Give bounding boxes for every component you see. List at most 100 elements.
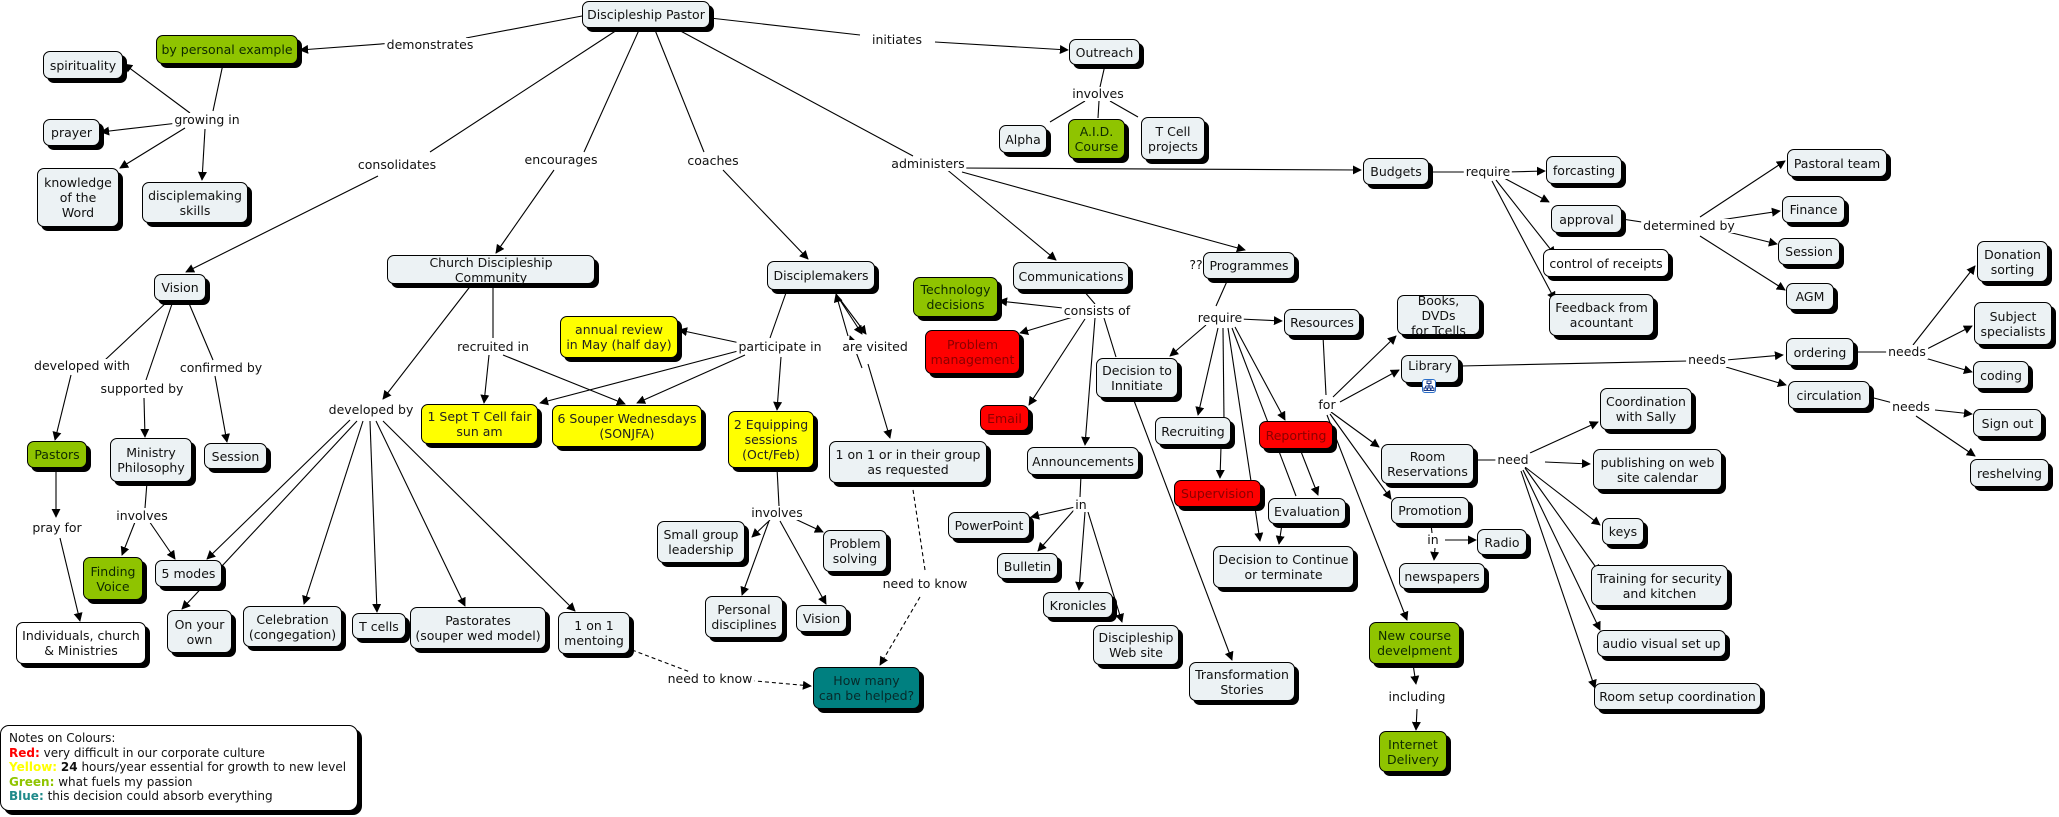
node-recruiting[interactable]: Recruiting [1155,417,1231,445]
connector-line [1075,511,1086,591]
node-new-course-develpment[interactable]: New course develpment [1369,622,1460,664]
node-audio-visual[interactable]: audio visual set up [1597,630,1726,657]
connector-line [1109,100,1139,118]
node-decision-to-innitiate[interactable]: Decision to Innitiate [1096,358,1178,398]
node-bulletin[interactable]: Bulletin [997,553,1058,579]
node-programmes[interactable]: Programmes [1203,252,1295,279]
node-technology-decisions[interactable]: Technology decisions [913,277,998,317]
node-t-cells[interactable]: T cells [352,613,406,639]
node-reshelving[interactable]: reshelving [1970,459,2049,487]
node-spirituality[interactable]: spirituality [43,51,123,79]
node-decision-to-continue[interactable]: Decision to Continue or terminate [1213,546,1354,588]
node-donation-sorting[interactable]: Donation sorting [1977,241,2048,282]
node-souper-wednesdays[interactable]: 6 Souper Wednesdays (SONJFA) [552,405,702,447]
node-email[interactable]: Email [980,405,1029,431]
node-5-modes[interactable]: 5 modes [155,560,222,587]
node-room-reservations[interactable]: Room Reservations [1381,444,1474,484]
node-discipleship-pastor[interactable]: Discipleship Pastor [582,1,710,28]
node-evaluation[interactable]: Evaluation [1268,498,1346,524]
node-reporting[interactable]: Reporting [1259,421,1333,449]
node-agm[interactable]: AGM [1786,283,1834,310]
node-disciplemakers[interactable]: Disciplemakers [767,261,875,290]
node-pastoral-team[interactable]: Pastoral team [1787,149,1887,177]
node-pastors[interactable]: Pastors [27,441,87,468]
node-supervision[interactable]: Supervision [1174,480,1261,507]
node-circulation[interactable]: circulation [1788,381,1870,409]
node-newspapers[interactable]: newspapers [1399,563,1485,589]
node-books-dvds[interactable]: Books, DVDs for Tcells [1397,293,1480,338]
node-training-security-kitchen[interactable]: Training for security and kitchen [1591,565,1728,606]
connector-line [1231,327,1297,497]
node-transformation-stories[interactable]: Transformation Stories [1189,662,1295,701]
connector-line [1132,397,1234,661]
node-vision-equipping[interactable]: Vision [796,605,847,632]
node-publishing-on-web[interactable]: publishing on web site calendar [1593,449,1722,490]
node-disciplemaking-skills[interactable]: disciplemaking skills [142,182,248,223]
node-prayer[interactable]: prayer [43,119,100,146]
node-ordering[interactable]: ordering [1786,338,1854,366]
node-alpha[interactable]: Alpha [999,125,1047,153]
node-feedback-from-acountant[interactable]: Feedback from acountant [1549,294,1654,336]
node-discipleship-web-site[interactable]: Discipleship Web site [1093,625,1179,665]
node-ministry-philosophy[interactable]: Ministry Philosophy [110,438,192,482]
node-outreach[interactable]: Outreach [1069,39,1140,65]
node-problem-management[interactable]: Problem management [925,330,1020,374]
connector-line [187,300,214,361]
connector-line [197,128,207,181]
node-knowledge-of-the-word[interactable]: knowledge of the Word [37,168,119,227]
node-annual-review[interactable]: annual review in May (half day) [560,316,678,358]
node-celebration[interactable]: Celebration (congegation) [243,606,342,647]
connector-line [867,363,893,439]
link-label-involves-ministry: involves [114,508,170,523]
connector-line [835,293,863,335]
link-label-initiates: initiates [869,32,925,47]
node-one-on-one-group[interactable]: 1 on 1 or in their group as requested [829,441,987,483]
node-communications[interactable]: Communications [1013,262,1129,290]
node-announcements[interactable]: Announcements [1027,447,1139,475]
node-problem-solving[interactable]: Problem solving [823,530,887,572]
node-finance[interactable]: Finance [1782,196,1845,223]
concept-map-submap-icon[interactable] [1422,379,1436,393]
node-one-on-one-mentoing[interactable]: 1 on 1 mentoing [558,612,630,654]
node-vision[interactable]: Vision [154,274,206,301]
connector-line [299,42,395,54]
node-personal-disciplines[interactable]: Personal disciplines [705,596,783,638]
node-t-cell-projects[interactable]: T Cell projects [1141,117,1205,160]
node-keys[interactable]: keys [1602,518,1644,545]
node-how-many-can-be-helped[interactable]: How many can be helped? [813,667,920,709]
node-promotion[interactable]: Promotion [1391,497,1469,524]
connector-line [776,467,780,507]
node-pastorates[interactable]: Pastorates (souper wed model) [410,607,546,649]
connector-line [1495,179,1556,256]
node-session-left[interactable]: Session [204,443,267,469]
node-budgets[interactable]: Budgets [1363,158,1429,185]
node-on-your-own[interactable]: On your own [167,610,232,653]
connector-line [140,397,150,438]
node-control-of-receipts[interactable]: control of receipts [1543,249,1669,277]
node-aid-course[interactable]: A.I.D. Course [1068,119,1125,159]
node-small-group-leadership[interactable]: Small group leadership [657,521,745,563]
node-resources[interactable]: Resources [1284,309,1360,336]
node-powerpoint[interactable]: PowerPoint [948,512,1030,539]
node-library[interactable]: Library [1401,355,1459,383]
connector-arrow-reverse [833,293,849,337]
node-by-personal-example[interactable]: by personal example [156,35,298,64]
node-forcasting[interactable]: forcasting [1546,156,1622,184]
node-church-discipleship-community[interactable]: Church Discipleship Community [387,255,595,285]
node-approval[interactable]: approval [1551,205,1622,233]
node-session-right[interactable]: Session [1778,238,1840,265]
node-coding[interactable]: coding [1973,361,2029,389]
node-individuals-church-ministries[interactable]: Individuals, church & Ministries [16,622,146,664]
node-room-setup[interactable]: Room setup coordination [1594,683,1761,710]
node-kronicles[interactable]: Kronicles [1043,592,1113,618]
node-equipping-sessions[interactable]: 2 Equipping sessions (Oct/Feb) [728,411,814,468]
node-radio[interactable]: Radio [1477,529,1527,555]
node-internet-delivery[interactable]: Internet Delivery [1379,731,1447,772]
node-subject-specialists[interactable]: Subject specialists [1974,302,2052,345]
legend-text-yellow: hours/year essential for growth to new l… [77,760,347,774]
node-coordination-with-sally[interactable]: Coordination with Sally [1600,388,1692,430]
legend-key-yellow: Yellow: [9,760,58,774]
node-sign-out[interactable]: Sign out [1973,409,2042,437]
node-finding-voice[interactable]: Finding Voice [83,557,143,600]
node-sept-t-cell-fair[interactable]: 1 Sept T Cell fair sun am [421,404,538,444]
